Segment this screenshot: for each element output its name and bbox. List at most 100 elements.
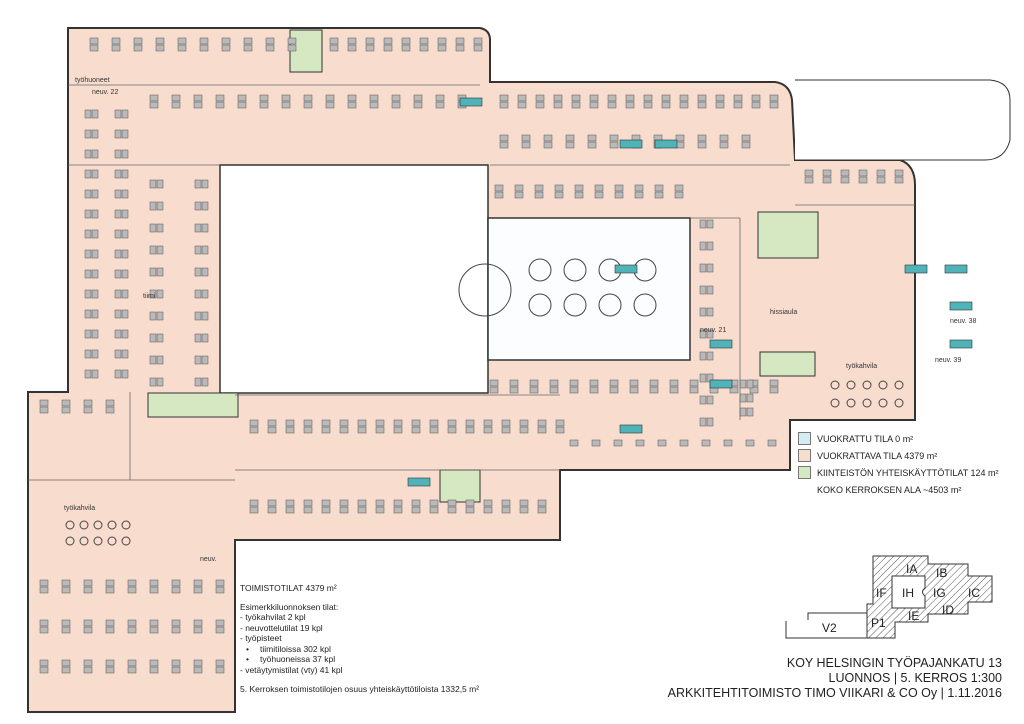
desk — [609, 141, 619, 149]
desk — [569, 439, 579, 447]
desk — [574, 184, 584, 192]
desk — [114, 329, 122, 339]
desk — [155, 37, 165, 45]
room-label-neuv-39: neuv. 39 — [935, 357, 962, 364]
desk — [114, 369, 122, 379]
desk — [587, 141, 597, 149]
desk — [149, 333, 157, 343]
desk — [287, 44, 297, 52]
desk — [706, 263, 714, 273]
desk — [654, 184, 664, 192]
desk — [84, 329, 92, 339]
desk — [483, 419, 493, 427]
desk — [699, 263, 707, 273]
desk — [429, 506, 439, 514]
desk — [114, 209, 122, 219]
desk — [156, 377, 164, 387]
desk — [194, 333, 202, 343]
desk — [554, 184, 564, 192]
desk — [769, 101, 779, 109]
desk — [321, 426, 331, 434]
desk — [105, 626, 115, 634]
desk — [699, 351, 707, 361]
desk — [733, 101, 743, 109]
desk — [733, 94, 743, 102]
desk — [767, 439, 777, 447]
desk — [715, 101, 725, 109]
desk — [489, 379, 499, 387]
desk — [675, 134, 685, 142]
desk — [329, 44, 339, 52]
desk — [625, 101, 635, 109]
desk — [194, 179, 202, 189]
desk — [121, 329, 129, 339]
desk — [393, 506, 403, 514]
desk — [745, 439, 755, 447]
terrace-outline — [795, 79, 1011, 161]
desk — [156, 201, 164, 211]
desk — [105, 659, 115, 667]
desk — [699, 307, 707, 317]
legend-label: KIINTEISTÖN YHTEISKÄYTTÖTILAT 124 m² — [817, 467, 999, 478]
desk — [83, 406, 93, 414]
desk — [701, 439, 711, 447]
desk — [739, 393, 747, 403]
desk — [39, 586, 49, 594]
desk — [84, 149, 92, 159]
atrium-round-seat — [633, 293, 657, 317]
desk — [393, 426, 403, 434]
desk — [121, 129, 129, 139]
desk — [39, 619, 49, 627]
desk — [114, 349, 122, 359]
desk — [634, 191, 644, 199]
desk — [127, 586, 137, 594]
desk — [221, 37, 231, 45]
desk — [706, 241, 714, 251]
desk — [613, 439, 623, 447]
desk — [699, 329, 707, 339]
desk — [537, 419, 547, 427]
room-label-neuv-21: neuv. 21 — [700, 327, 727, 334]
meeting-table — [709, 379, 733, 389]
desk — [679, 101, 689, 109]
desk — [303, 506, 313, 514]
desk — [657, 439, 667, 447]
desk — [465, 419, 475, 427]
desk — [127, 659, 137, 667]
atrium-round-seat — [563, 258, 587, 282]
desk — [609, 386, 619, 394]
desk — [156, 355, 164, 365]
atrium — [487, 217, 691, 361]
desk — [149, 626, 159, 634]
cafe-table — [93, 536, 103, 546]
desk — [281, 94, 291, 102]
room-label-neuv-22: neuv. 22 — [92, 89, 119, 96]
desk — [413, 94, 423, 102]
desk — [629, 386, 639, 394]
desk — [339, 419, 349, 427]
desk — [674, 191, 684, 199]
desk — [607, 94, 617, 102]
desk — [411, 419, 421, 427]
desk — [91, 229, 99, 239]
cafe-table — [65, 520, 75, 530]
desk — [237, 94, 247, 102]
desk — [357, 419, 367, 427]
desk — [61, 666, 71, 674]
desk — [643, 94, 653, 102]
desk — [267, 499, 277, 507]
cafe-table — [846, 380, 856, 390]
desk — [215, 626, 225, 634]
desk — [156, 245, 164, 255]
desk — [114, 289, 122, 299]
area-legend: VUOKRATTU TILA 0 m² VUOKRATTAVA TILA 437… — [798, 430, 999, 498]
desk — [649, 386, 659, 394]
desk — [127, 619, 137, 627]
cafe-table — [79, 520, 89, 530]
desk — [91, 209, 99, 219]
desk — [521, 134, 531, 142]
desk — [535, 94, 545, 102]
cafe-table — [846, 398, 856, 408]
desk — [419, 37, 429, 45]
